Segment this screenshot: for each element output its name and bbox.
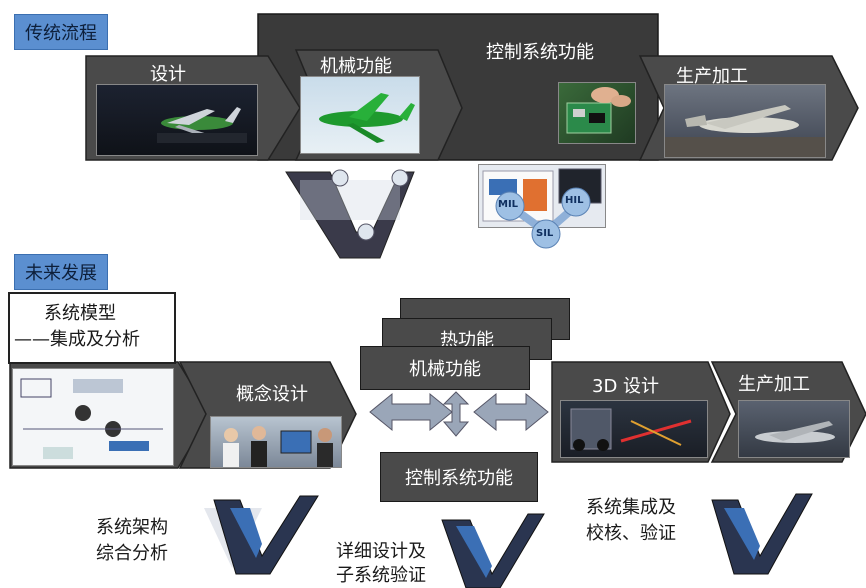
future-development-tag: 未来发展 — [14, 254, 108, 290]
system-model-box: 系统模型 ——集成及分析 — [8, 292, 176, 364]
hil-nodes — [495, 187, 591, 249]
stage-control-label: 控制系统功能 — [486, 42, 594, 63]
thermal-function-label: 热功能 — [440, 330, 494, 351]
stage-mechanical-label: 机械功能 — [320, 56, 392, 77]
production-factory-image — [664, 84, 826, 158]
hangar-icon — [755, 421, 835, 443]
factory-airplane-icon — [665, 105, 825, 157]
airplane-icon — [157, 107, 247, 143]
v-label-1-line1: 系统架构 — [96, 517, 168, 538]
block-diagram-icon — [20, 378, 163, 459]
circuit-board-icon — [566, 87, 631, 134]
control-function-box: 控制系统功能 — [380, 452, 538, 502]
control-hardware-image — [558, 82, 636, 144]
sil-node-label: SIL — [536, 228, 554, 239]
stage-production-label: 生产加工 — [676, 66, 748, 87]
v-label-3-line1: 系统集成及 — [586, 497, 676, 518]
mechanical-function-label: 机械功能 — [409, 359, 481, 380]
v-model-1 — [204, 495, 319, 575]
design3d-label: 3D 设计 — [592, 376, 660, 397]
mechanical-function-box: 机械功能 — [360, 346, 530, 390]
v-label-1-line2: 综合分析 — [96, 543, 168, 564]
v-model-top — [285, 169, 415, 259]
left-double-arrow — [369, 392, 453, 432]
system-model-diagram-image — [12, 368, 174, 466]
system-model-line1: 系统模型 — [44, 303, 116, 324]
design3d-image — [560, 400, 708, 458]
v-label-3-line2: 校核、验证 — [586, 523, 676, 544]
green-airplane-icon — [319, 93, 415, 143]
traditional-process-tag: 传统流程 — [14, 14, 108, 50]
production-future-label: 生产加工 — [738, 374, 810, 395]
v-model-3 — [711, 493, 813, 575]
mechanical-airplane-image — [300, 76, 420, 154]
stage-design-label: 设计 — [150, 64, 186, 85]
cad-model-icon — [570, 408, 692, 451]
production-future-image — [738, 400, 850, 458]
concept-people-image — [210, 416, 342, 468]
v-label-2-line2: 子系统验证 — [336, 565, 426, 586]
mil-node-label: MIL — [498, 199, 519, 210]
system-model-line2: ——集成及分析 — [14, 329, 140, 350]
simulation-screens-image — [478, 164, 606, 228]
vertical-double-arrow — [442, 391, 470, 437]
right-double-arrow — [473, 392, 549, 432]
v-model-2 — [441, 513, 545, 588]
concept-design-label: 概念设计 — [236, 384, 308, 405]
v-label-2-line1: 详细设计及 — [336, 541, 426, 562]
design-airplane-image — [96, 84, 258, 156]
control-function-label: 控制系统功能 — [405, 468, 513, 489]
people-icon — [223, 426, 333, 467]
hil-node-label: HIL — [565, 195, 584, 206]
